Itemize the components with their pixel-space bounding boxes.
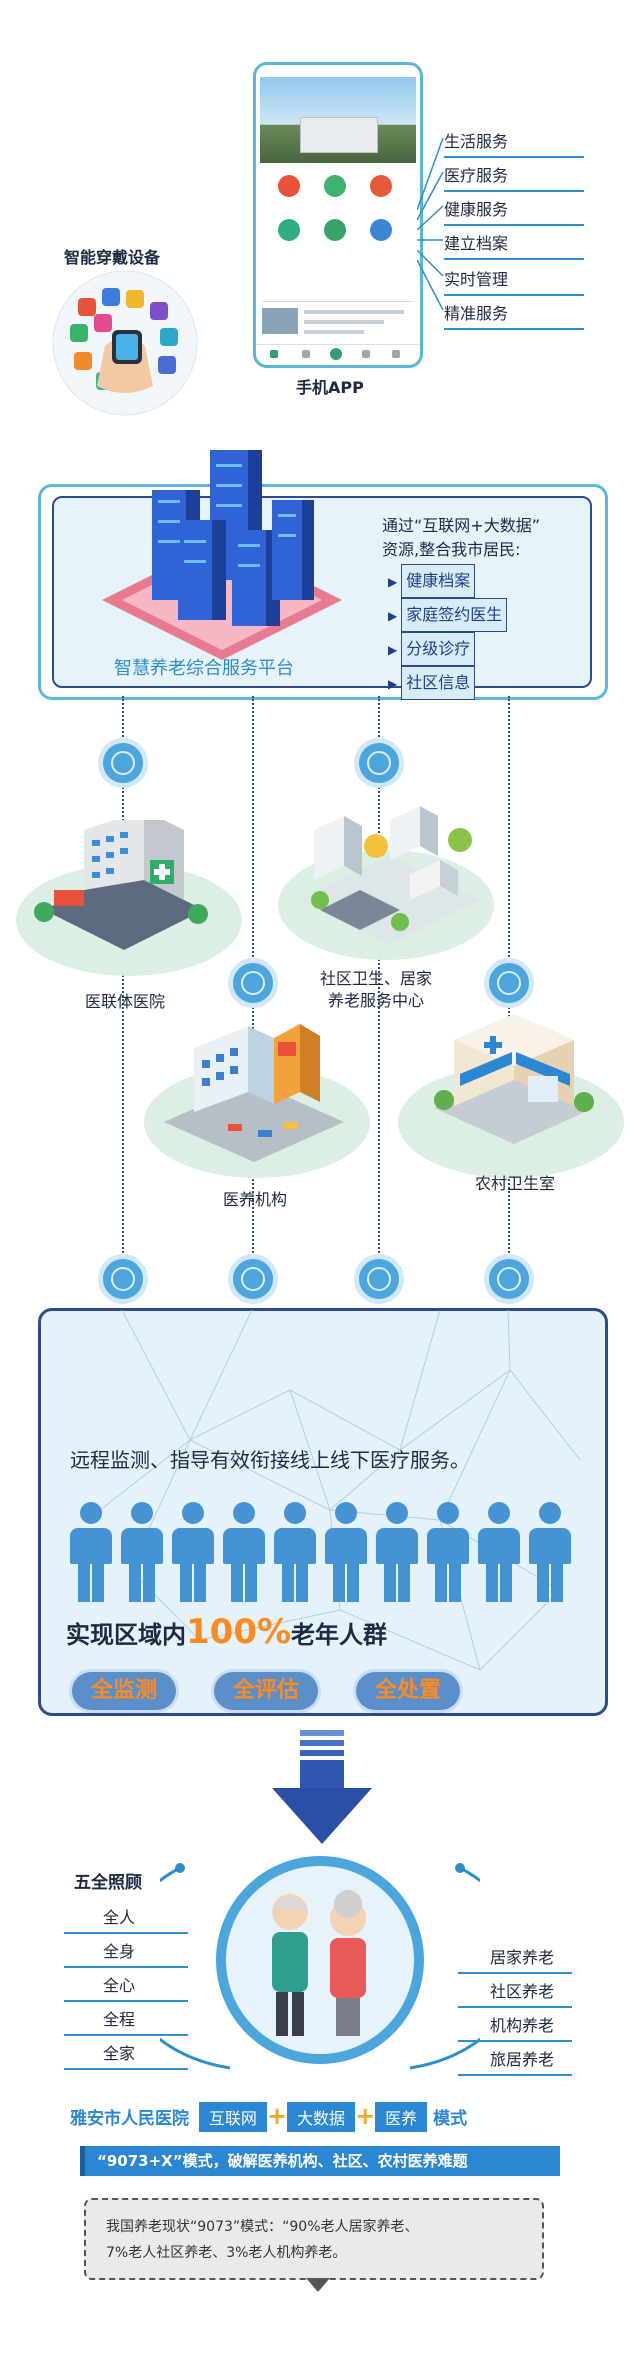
person-icon	[529, 1502, 571, 1602]
note-line2: 7%老人社区养老、3%老人机构养老。	[106, 2245, 347, 2261]
five-care-left-item: 全程	[64, 2006, 188, 2036]
connector-line	[122, 696, 124, 1276]
server-cluster-illustration	[102, 450, 342, 660]
network-node-icon	[228, 1254, 278, 1304]
pill-handle: 全处置	[356, 1672, 460, 1710]
platform-tag: 家庭签约医生	[401, 598, 508, 632]
plus-icon: +	[355, 2102, 376, 2130]
person-icon	[274, 1502, 316, 1602]
model-suffix: 模式	[433, 2109, 468, 2129]
care-institution-illustration	[164, 1024, 344, 1162]
five-care-right-item: 社区养老	[458, 1978, 572, 2008]
pill-assess: 全评估	[214, 1672, 318, 1710]
five-care-left-item: 全人	[64, 1904, 188, 1934]
person-icon	[121, 1502, 163, 1602]
person-icon	[427, 1502, 469, 1602]
platform-title: 智慧养老综合服务平台	[114, 658, 294, 679]
note-box: 我国养老现状“9073”模式：“90%老人居家养老、 7%老人社区养老、3%老人…	[84, 2198, 544, 2280]
network-node-icon	[484, 958, 534, 1008]
down-arrow-icon	[272, 1730, 372, 1844]
platform-tag: 社区信息	[401, 666, 476, 700]
wearable-devices-illustration	[50, 268, 200, 418]
service-item: 健康服务	[444, 196, 584, 226]
hospital-illustration	[34, 820, 208, 950]
rural-clinic-label: 农村卫生室	[474, 1174, 555, 1193]
care-institution-label: 医养机构	[222, 1190, 287, 1209]
service-item: 建立档案	[444, 230, 584, 260]
person-icon	[478, 1502, 520, 1602]
note-line1: 我国养老现状“9073”模式：“90%老人居家养老、	[106, 2219, 419, 2235]
app-icon-grid	[266, 169, 410, 257]
network-node-icon	[484, 1254, 534, 1304]
person-icon	[70, 1502, 112, 1602]
rural-clinic-illustration	[434, 1014, 594, 1144]
community-illustration	[300, 806, 480, 945]
five-care-left-item: 全心	[64, 1972, 188, 2002]
network-node-icon	[98, 1254, 148, 1304]
platform-intro-line2: 资源,整合我市居民:	[382, 540, 521, 559]
person-icon	[325, 1502, 367, 1602]
five-care-left-item: 全家	[64, 2040, 188, 2070]
elderly-couple-illustration	[160, 1856, 480, 2070]
app-banner-image	[260, 77, 416, 163]
service-item: 精准服务	[444, 300, 584, 330]
app-icons-cluster	[70, 288, 178, 390]
network-node-icon	[354, 738, 404, 788]
hospital-label: 医联体医院	[84, 992, 165, 1011]
community-label: 社区卫生、居家 养老服务中心	[296, 968, 456, 1012]
model-banner: “9073+X”模式，破解医养机构、社区、农村医养难题	[80, 2146, 560, 2176]
model-hospital: 雅安市人民医院	[70, 2109, 189, 2129]
platform-tag: 健康档案	[401, 564, 476, 598]
platform-intro-line1: 通过“互联网+大数据”	[382, 516, 540, 535]
five-care-right-item: 旅居养老	[458, 2046, 572, 2076]
platform-tag: 分级诊疗	[401, 632, 476, 666]
service-item: 生活服务	[444, 128, 584, 158]
model-box-internet: 互联网	[198, 2102, 267, 2132]
headline-suffix: 老年人群	[291, 1621, 388, 1649]
connector-line	[378, 696, 380, 1276]
community-label-line1: 社区卫生、居家	[319, 969, 432, 988]
model-banner-text: “9073+X”模式，破解医养机构、社区、农村医养难题	[97, 2152, 468, 2170]
phone-app-mockup	[253, 62, 423, 368]
coverage-headline: 实现区域内100%老年人群	[66, 1612, 387, 1652]
plus-icon: +	[266, 2102, 288, 2130]
service-item: 医疗服务	[444, 162, 584, 192]
model-box-care: 医养	[375, 2102, 428, 2132]
wearable-label: 智能穿戴设备	[64, 248, 161, 267]
headline-prefix: 实现区域内	[66, 1621, 186, 1649]
model-row: 雅安市人民医院 互联网+大数据+医养 模式	[70, 2102, 467, 2132]
elderly-people-row	[70, 1502, 574, 1602]
app-label: 手机APP	[296, 378, 364, 397]
platform-frame	[38, 484, 608, 700]
service-connector-lines	[417, 137, 444, 311]
headline-percent: 100%	[186, 1612, 292, 1652]
network-node-icon	[228, 958, 278, 1008]
person-icon	[376, 1502, 418, 1602]
service-item: 实时管理	[444, 266, 584, 296]
five-care-left-item: 全身	[64, 1938, 188, 1968]
network-node-icon	[98, 738, 148, 788]
five-care-right-item: 居家养老	[458, 1944, 572, 1974]
pill-monitor: 全监测	[72, 1672, 176, 1710]
monitoring-statement: 远程监测、指导有效衔接线上线下医疗服务。	[70, 1448, 470, 1472]
five-care-right-item: 机构养老	[458, 2012, 572, 2042]
app-tab-bar	[256, 344, 420, 365]
person-icon	[223, 1502, 265, 1602]
platform-intro: 通过“互联网+大数据” 资源,整合我市居民:	[382, 514, 540, 562]
community-label-line2: 养老服务中心	[327, 991, 424, 1010]
person-icon	[172, 1502, 214, 1602]
platform-tag-list: ▶健康档案 ▶家庭签约医生 ▶分级诊疗 ▶社区信息	[388, 564, 508, 700]
model-box-bigdata: 大数据	[287, 2102, 356, 2132]
app-news-list	[262, 301, 414, 342]
network-node-icon	[354, 1254, 404, 1304]
five-care-title: 五全照顾	[74, 1873, 142, 1893]
note-pointer	[306, 2278, 330, 2292]
